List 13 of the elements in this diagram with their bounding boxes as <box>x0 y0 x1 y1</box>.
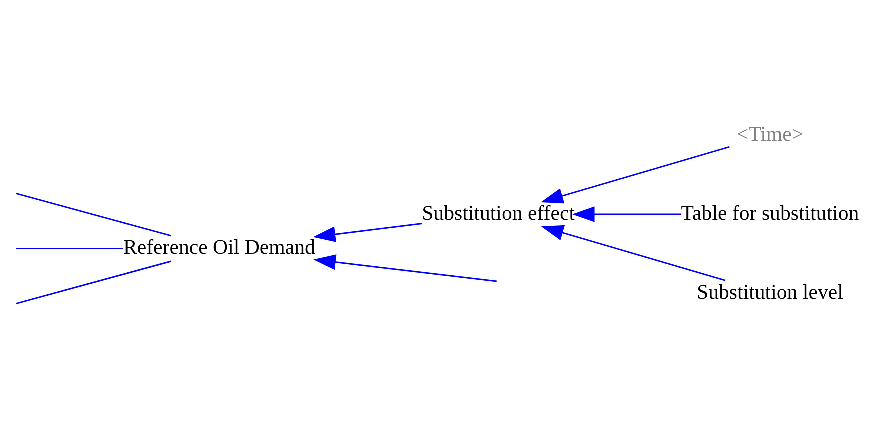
node-text: Substitution effect <box>422 200 575 225</box>
connector <box>16 192 171 236</box>
arrow <box>312 222 422 242</box>
arrow <box>540 146 730 204</box>
node-text: Substitution level <box>696 279 843 304</box>
connector <box>16 260 171 304</box>
node-text: Reference Oil Demand <box>122 234 315 259</box>
node-text: <Time> <box>736 122 804 146</box>
arrow <box>540 224 726 281</box>
arrow <box>313 254 496 282</box>
arrow <box>572 206 681 222</box>
node-text: Table for substitution <box>680 200 859 225</box>
connector <box>16 248 123 249</box>
